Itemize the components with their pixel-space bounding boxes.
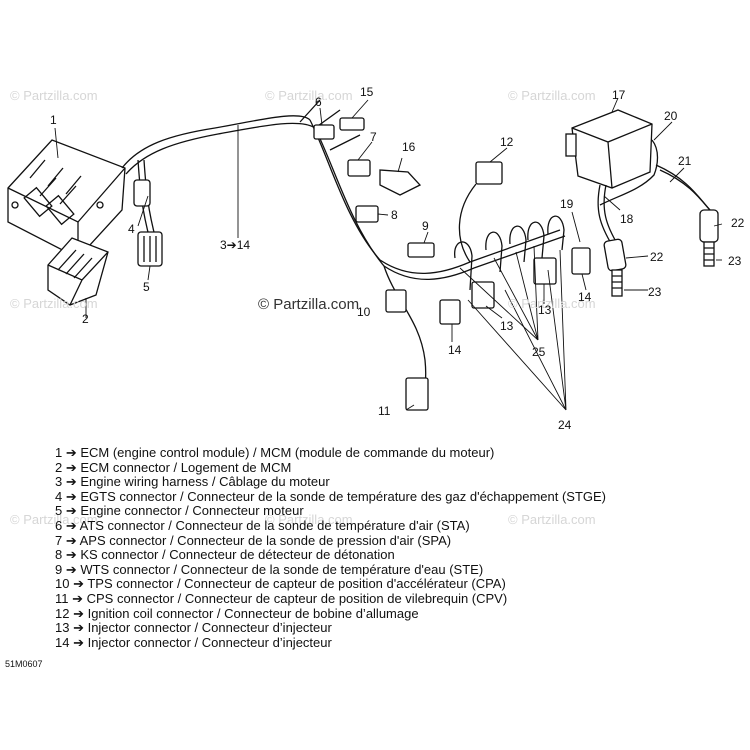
callout-6: 6 bbox=[315, 95, 322, 109]
ks-connector bbox=[355, 205, 379, 223]
legend-item: 4 ➔ EGTS connector / Connecteur de la so… bbox=[55, 488, 607, 504]
callout-5: 5 bbox=[143, 280, 150, 294]
watermark: © Partzilla.com bbox=[265, 88, 353, 103]
legend-item: 14 ➔ Injector connector / Connecteur d’i… bbox=[55, 634, 332, 650]
legend-item: 10 ➔ TPS connector / Connecteur de capte… bbox=[55, 576, 506, 592]
tps-connector bbox=[385, 289, 407, 313]
callout-13a: 13 bbox=[500, 319, 514, 333]
leader-lines bbox=[54, 97, 723, 411]
callout-18: 18 bbox=[620, 212, 634, 226]
parts-legend: 1 ➔ ECM (engine control module) / MCM (m… bbox=[55, 445, 607, 650]
watermark: © Partzilla.com bbox=[10, 296, 98, 311]
engine-wiring-harness bbox=[121, 99, 566, 402]
callout-22a: 22 bbox=[731, 216, 745, 230]
aps-connector bbox=[347, 159, 371, 177]
callout-9: 9 bbox=[422, 219, 429, 233]
center-watermark: © Partzilla.com bbox=[258, 296, 360, 313]
callout-21: 21 bbox=[678, 154, 692, 168]
callout-17: 17 bbox=[612, 88, 626, 102]
legend-item: 1 ➔ ECM (engine control module) / MCM (m… bbox=[55, 445, 495, 460]
legend-item: 13 ➔ Injector connector / Connecteur d’i… bbox=[55, 620, 332, 636]
injector-connector-13b bbox=[533, 257, 557, 285]
legend-item: 7 ➔ APS connector / Connecteur de la son… bbox=[55, 532, 452, 548]
legend-item: 5 ➔ Engine connector / Connecteur moteur bbox=[55, 503, 304, 519]
watermark: © Partzilla.com bbox=[265, 512, 353, 527]
ats-connector bbox=[313, 124, 335, 140]
callout-16: 16 bbox=[402, 140, 416, 154]
callout-14b: 14 bbox=[578, 290, 592, 304]
callout-25: 25 bbox=[532, 345, 546, 359]
ecm-connector bbox=[47, 237, 109, 306]
legend-item: 6 ➔ ATS connector / Connecteur de la son… bbox=[55, 517, 470, 533]
egts-connector bbox=[133, 179, 151, 207]
callout-8: 8 bbox=[391, 208, 398, 222]
callout-20: 20 bbox=[664, 109, 678, 123]
watermark: © Partzilla.com bbox=[508, 512, 596, 527]
callout-2: 2 bbox=[82, 312, 89, 326]
sensor-connector-15 bbox=[339, 117, 365, 131]
injector-connector-14b bbox=[571, 247, 591, 275]
callout-13b: 13 bbox=[538, 303, 552, 317]
ignition-coil bbox=[565, 109, 653, 189]
legend-item: 9 ➔ WTS connector / Connecteur de la son… bbox=[55, 561, 484, 577]
figure-code: 51M0607 bbox=[5, 659, 43, 669]
legend-item: 8 ➔ KS connector / Connecteur de détecte… bbox=[55, 547, 395, 563]
legend-item: 2 ➔ ECM connector / Logement de MCM bbox=[55, 459, 292, 475]
ecm-module bbox=[7, 139, 126, 259]
tie-straps bbox=[454, 215, 565, 291]
callout-23b: 23 bbox=[648, 285, 662, 299]
legend-item: 3 ➔ Engine wiring harness / Câblage du m… bbox=[55, 474, 330, 490]
callout-14a: 14 bbox=[448, 343, 462, 357]
callout-22b: 22 bbox=[650, 250, 664, 264]
callout-1: 1 bbox=[50, 113, 57, 127]
spark-plug-23a bbox=[611, 269, 623, 297]
watermark: © Partzilla.com bbox=[508, 88, 596, 103]
ks-sensor-16 bbox=[379, 169, 422, 196]
injector-connector-13a bbox=[471, 281, 495, 309]
cps-connector bbox=[405, 377, 429, 411]
spark-plug-cap-22a bbox=[603, 238, 627, 272]
wts-connector bbox=[407, 242, 435, 258]
callout-11: 11 bbox=[378, 404, 391, 418]
watermark: © Partzilla.com bbox=[10, 512, 98, 527]
callout-23a: 23 bbox=[728, 254, 742, 268]
callout-4: 4 bbox=[128, 222, 135, 236]
callout-12: 12 bbox=[500, 135, 514, 149]
callout-10: 10 bbox=[357, 305, 371, 319]
callout-15: 15 bbox=[360, 85, 374, 99]
ignition-coil-connector bbox=[475, 161, 503, 185]
watermark: © Partzilla.com bbox=[10, 88, 98, 103]
legend-item: 12 ➔ Ignition coil connector / Connecteu… bbox=[55, 605, 419, 621]
callout-7: 7 bbox=[370, 130, 377, 144]
injector-connector-14a bbox=[439, 299, 461, 325]
watermark: © Partzilla.com bbox=[508, 296, 596, 311]
legend-item: 11 ➔ CPS connector / Connecteur de capte… bbox=[55, 590, 508, 606]
callout-24: 24 bbox=[558, 418, 572, 432]
callout-3: 3➔14 bbox=[220, 238, 251, 252]
callout-19: 19 bbox=[560, 197, 574, 211]
